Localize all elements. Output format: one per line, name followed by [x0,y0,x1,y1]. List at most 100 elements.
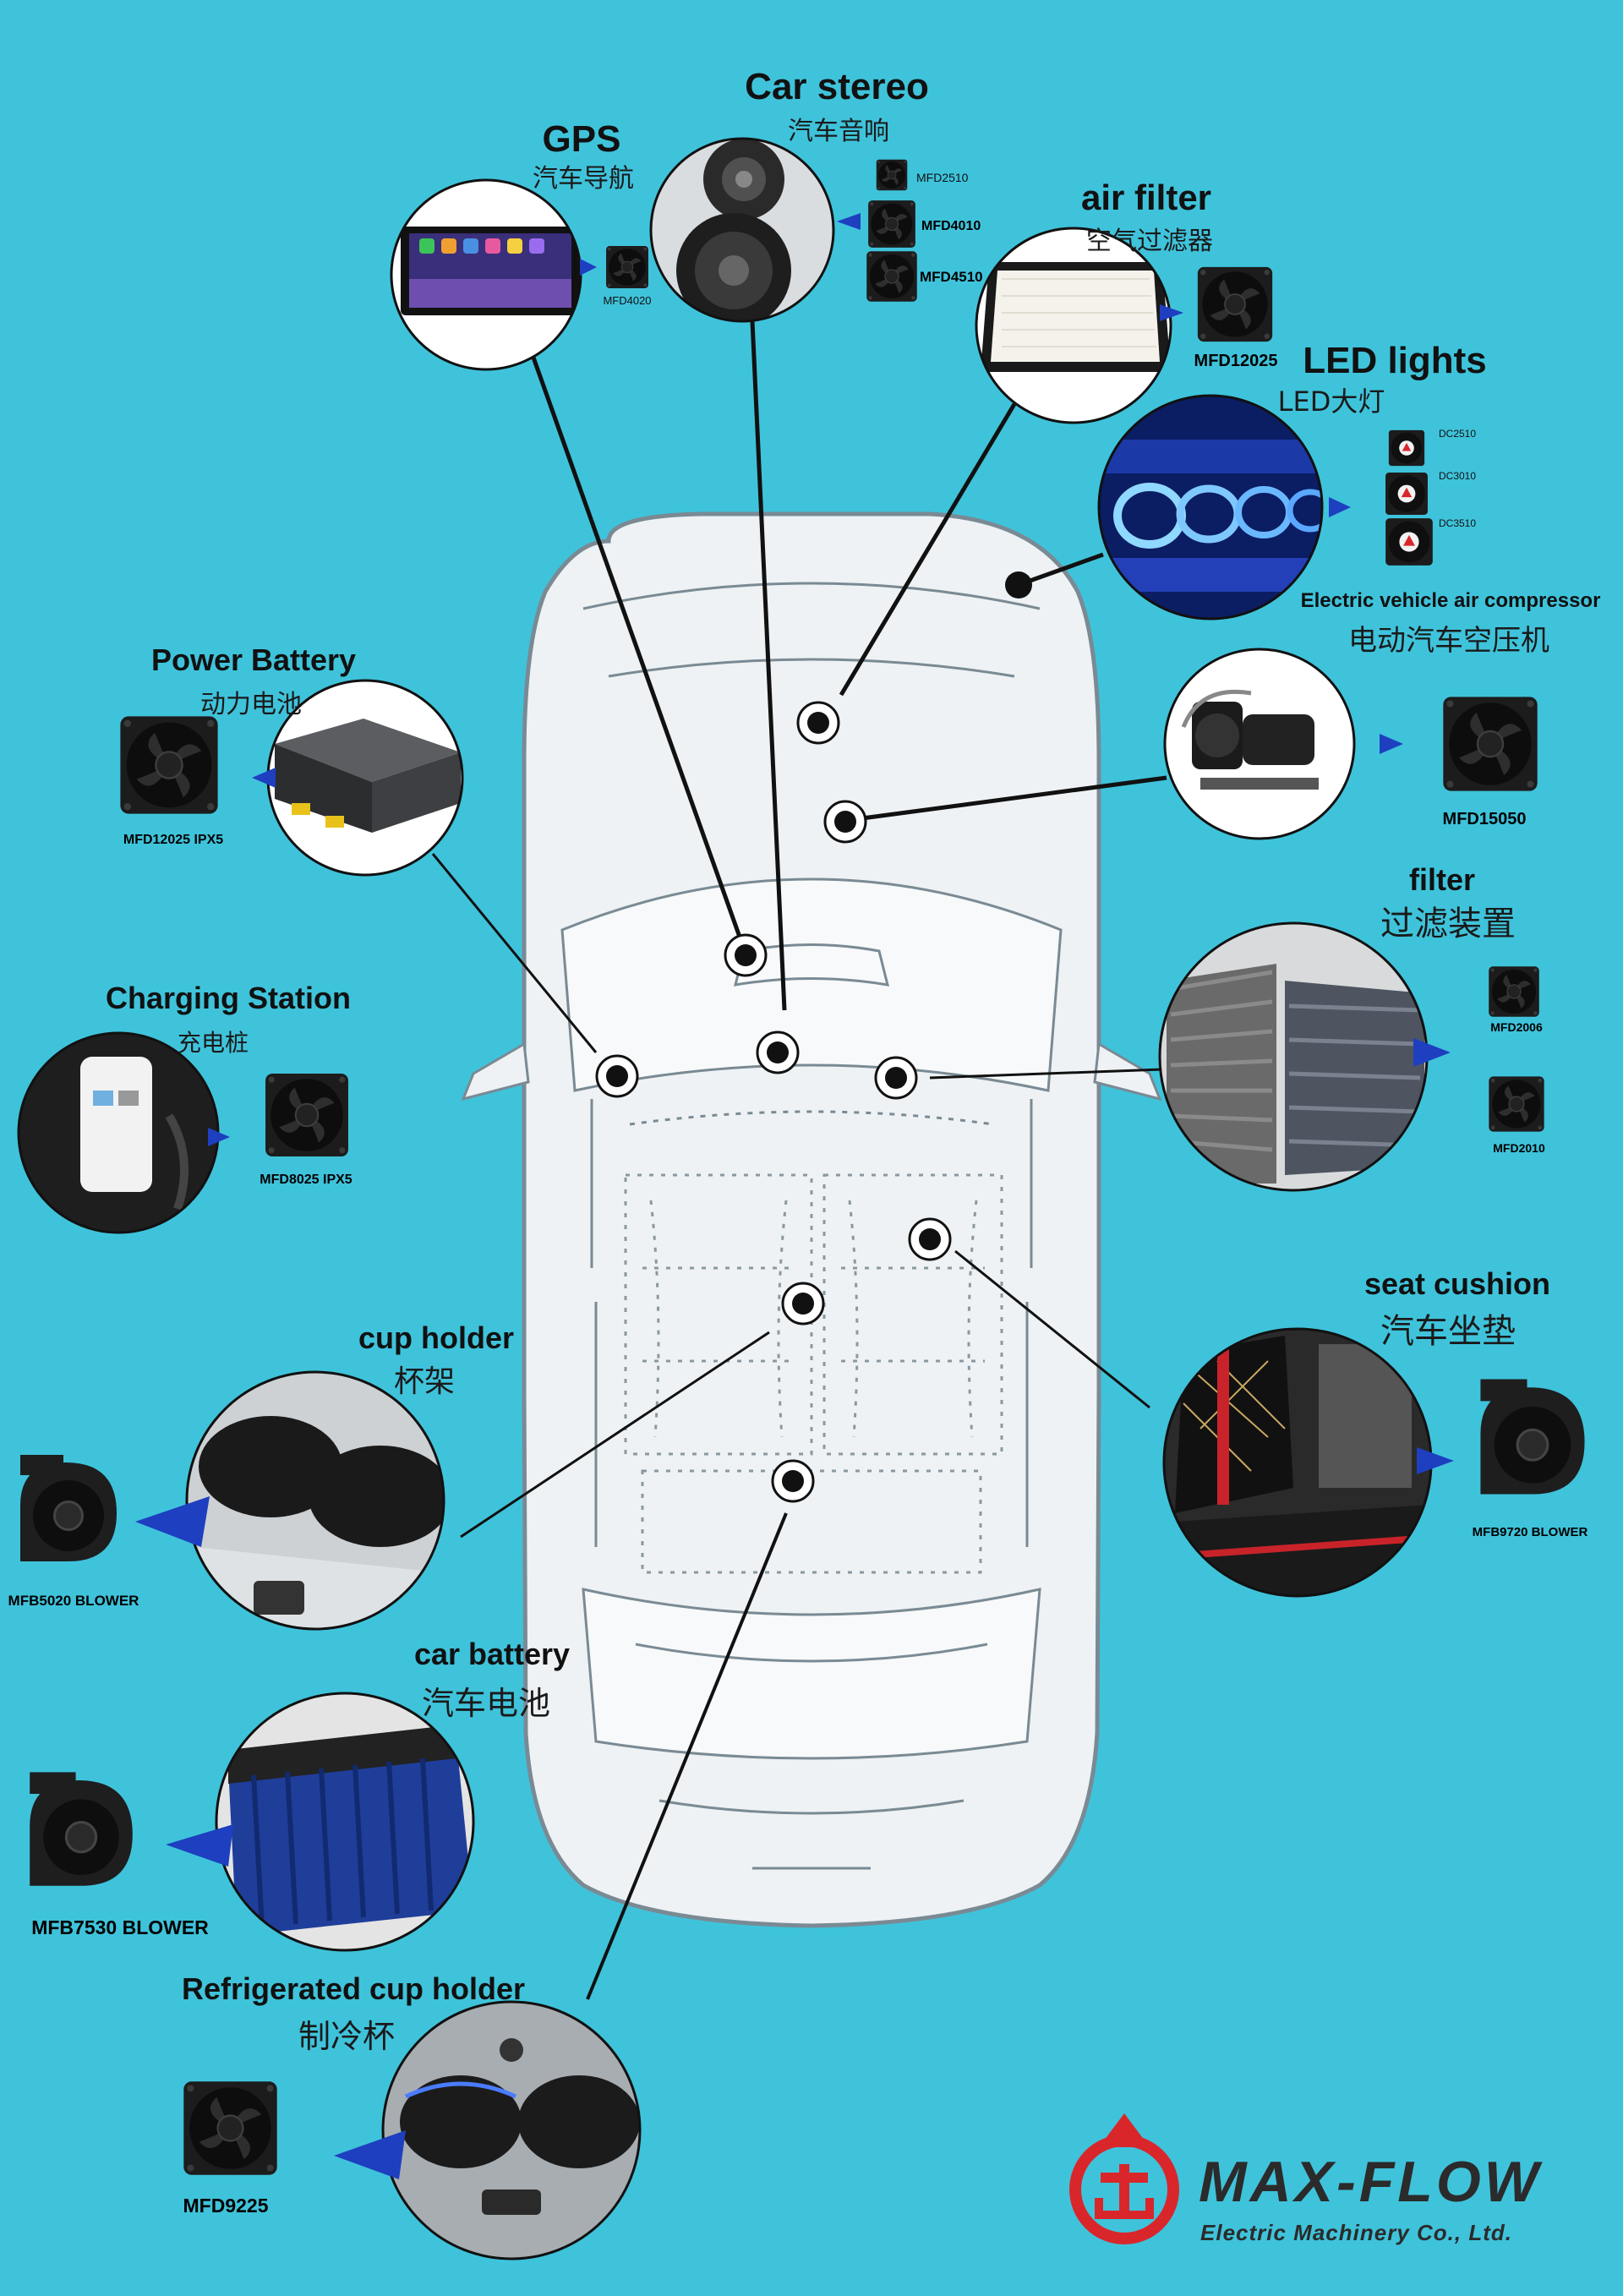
arrow-icon [1417,1447,1454,1474]
label-cup-holder: cup holder [358,1320,515,1355]
car-outline [461,511,1162,1928]
arrow-icon [334,2130,406,2179]
label-filter: filter [1408,862,1476,897]
fan-label-mfd8025-ipx5: MFD8025 IPX5 [260,1173,352,1187]
label-power-battery-cn: 动力电池 [200,690,302,719]
fan-label-mfb9720: MFB9720 BLOWER [1472,1525,1588,1539]
fan-mfd12025-air-icon [1196,265,1274,343]
logo-name: MAX-FLOW [1199,2150,1542,2214]
fan-dc3010-icon [1385,473,1428,515]
fan-label-mfd12025-ipx5: MFD12025 IPX5 [123,833,224,847]
fan-mfd4010-icon [867,200,916,249]
arrows [135,213,1454,2179]
label-refrigerated-cup-holder: Refrigerated cup holder [181,1971,526,2006]
label-car-battery-cn: 汽车电池 [421,1685,551,1722]
arrow-icon [1329,497,1351,517]
fan-label-mfd4020: MFD4020 [603,294,652,307]
label-air-filter-cn: 空气过滤器 [1086,227,1213,256]
fan-label-dc3010: DC3010 [1439,470,1477,482]
fan-mfd2510-icon [876,159,908,191]
marker-dot [874,1056,918,1100]
filter-image [1158,921,1429,1192]
car-stereo-image [649,137,835,323]
label-power-battery: Power Battery [150,642,357,677]
arrow-icon [135,1496,210,1547]
label-car-battery: car battery [413,1637,571,1671]
label-led-lights: LED lights [1303,340,1487,381]
label-gps: GPS [542,118,621,160]
label-ev-compressor: Electric vehicle air compressor [1300,589,1601,612]
arrow-icon [252,768,276,788]
seat-cushion-image [1162,1327,1433,1598]
fan-label-mfd4010: MFD4010 [921,219,981,233]
air-filter-image [975,227,1172,424]
arrow-icon [580,259,597,276]
blower-mfb5020-icon [19,1453,118,1563]
label-filter-cn: 过滤装置 [1380,905,1516,943]
label-refrigerated-cup-holder-cn: 制冷杯 [298,2018,396,2055]
fan-label-mfd4510: MFD4510 [920,269,983,285]
refrigerated-cup-holder-image [381,2000,642,2260]
label-cup-holder-cn: 杯架 [393,1364,456,1399]
label-car-stereo: Car stereo [745,66,929,107]
logo-company: Electric Machinery Co., Ltd. [1200,2220,1512,2245]
marker-dot [781,1282,825,1326]
label-charging-station-cn: 充电桩 [177,1029,249,1057]
blower-mfb9720-icon [1478,1377,1587,1496]
arrow-icon [1413,1038,1451,1067]
ev-compressor-image [1163,648,1356,840]
led-lights-image [1097,394,1324,620]
fan-mfd2010-icon [1488,1075,1545,1133]
label-car-stereo-cn: 汽车音响 [788,117,889,146]
marker-dot [796,701,840,745]
fan-mfd12025-ipx5-icon [119,715,219,815]
fan-label-mfb7530: MFB7530 BLOWER [31,1916,209,1938]
fan-mfd4510-icon [866,250,918,303]
logo-mark [1069,2113,1179,2244]
marker-dot [1005,571,1032,599]
label-seat-cushion: seat cushion [1363,1266,1551,1301]
arrow-icon [166,1824,233,1867]
fan-dc3510-icon [1385,518,1433,566]
fan-label-mfd9225: MFD9225 [183,2195,269,2217]
label-seat-cushion-cn: 汽车坐垫 [1380,1312,1516,1351]
marker-dot [908,1217,952,1261]
arrow-icon [208,1128,230,1146]
charging-station-image [17,1031,220,1234]
fan-label-dc3510: DC3510 [1439,517,1477,529]
arrow-icon [1380,734,1403,754]
marker-dot [771,1459,815,1503]
label-ev-compressor-cn: 电动汽车空压机 [1348,624,1549,658]
marker-dot [724,933,768,977]
fan-label-mfd15050: MFD15050 [1442,810,1527,828]
label-led-lights-cn: LED大灯 [1277,385,1385,418]
fan-label-mfd2006: MFD2006 [1490,1020,1543,1034]
fan-mfd9225-icon [183,2080,278,2176]
fan-mfd8025-ipx5-icon [265,1073,349,1157]
fan-label-mfb5020: MFB5020 BLOWER [8,1593,139,1609]
arrow-icon [1160,304,1183,321]
arrow-icon [837,213,861,230]
connector-lines [431,320,1167,2000]
fan-mfd2006-icon [1488,965,1540,1018]
marker-dot [756,1030,800,1074]
fan-mfd4020-icon [605,245,649,289]
fan-label-mfd2510: MFD2510 [916,171,969,184]
gps-image [390,178,582,371]
fan-label-dc2510: DC2510 [1439,428,1477,440]
label-gps-cn: 汽车导航 [533,164,634,194]
marker-dot [595,1054,639,1098]
blower-mfb7530-icon [28,1770,134,1888]
car-battery-image [215,1692,475,1952]
fan-label-mfd12025-air: MFD12025 [1194,352,1278,370]
fan-dc2510-icon [1388,429,1425,467]
label-charging-station: Charging Station [106,981,351,1015]
cup-holder-image [185,1370,445,1631]
label-air-filter: air filter [1080,178,1212,217]
marker-dots [595,571,1032,1503]
fan-label-mfd2010: MFD2010 [1493,1141,1545,1155]
fan-mfd15050-icon [1442,696,1538,792]
marker-dot [823,800,867,844]
power-battery-image [266,679,464,877]
